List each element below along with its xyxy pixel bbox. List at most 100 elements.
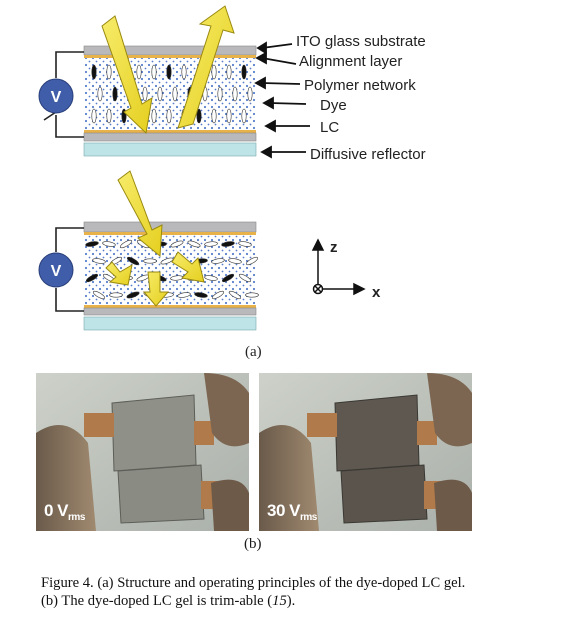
- diffusive-reflector-2: [83, 316, 257, 331]
- lc-molecule: [211, 64, 217, 80]
- voltage-label-off: 0 Vrms: [44, 501, 85, 523]
- label-alignment-layer: Alignment layer: [299, 53, 402, 70]
- lc-molecule: [241, 108, 247, 124]
- dye-molecule: [85, 273, 99, 283]
- voltage-symbol-2: V: [51, 263, 62, 280]
- dye-molecule: [221, 241, 235, 247]
- lc-molecule: [211, 108, 217, 124]
- lc-molecule: [172, 86, 178, 102]
- lc-molecule: [92, 290, 106, 300]
- lc-molecule: [247, 86, 253, 102]
- voltage-label-on: 30 Vrms: [267, 501, 317, 523]
- label-polymer-network: Polymer network: [304, 77, 416, 94]
- reflected-light-arrow: [177, 5, 235, 129]
- lc-molecule: [106, 64, 112, 80]
- dye-molecule: [112, 86, 118, 102]
- label-diffusive-reflector: Diffusive reflector: [310, 146, 426, 163]
- caption-reference: 15: [272, 593, 287, 609]
- voltage-unit-off: rms: [68, 512, 85, 523]
- lc-molecule: [181, 64, 187, 80]
- label-lc: LC: [320, 119, 339, 136]
- dye-molecule: [166, 64, 172, 80]
- lc-molecule: [211, 258, 225, 264]
- lc-molecule: [157, 86, 163, 102]
- caption-end: ).: [286, 593, 296, 609]
- caption-text: Figure 4. (a) Structure and operating pr…: [41, 575, 466, 609]
- dye-molecule: [194, 292, 208, 298]
- photo-on-state: 30 Vrms: [259, 373, 472, 531]
- panel-label-b: (b): [244, 536, 262, 552]
- lc-molecule: [238, 273, 252, 283]
- photo-comparison: 0 Vrms 30 Vrms: [36, 373, 472, 531]
- ito-glass-bottom: [83, 132, 257, 142]
- lc-molecule: [151, 64, 157, 80]
- lc-molecule: [211, 290, 225, 300]
- dye-molecule: [85, 241, 99, 247]
- lc-molecule: [226, 108, 232, 124]
- voltage-value-on: 30 V: [267, 501, 300, 520]
- lc-molecule: [109, 292, 123, 298]
- voltage-source-icon-2: [38, 252, 74, 288]
- lc-molecule: [106, 108, 112, 124]
- lc-molecule: [91, 108, 97, 124]
- lc-gel-structure-diagram: V ITO glass substrate Alignment layer Po…: [38, 5, 426, 360]
- alignment-layer-top: [84, 55, 256, 58]
- voltage-symbol: V: [51, 89, 62, 106]
- ito-glass-bottom-2: [83, 307, 257, 316]
- lc-molecule: [245, 256, 259, 266]
- lc-molecule: [151, 108, 157, 124]
- voltage-unit-on: rms: [299, 512, 317, 523]
- alignment-layer-bottom: [84, 130, 256, 133]
- lc-molecule: [142, 86, 148, 102]
- axis-x-label: x: [372, 284, 381, 301]
- lc-molecule: [217, 86, 223, 102]
- ito-glass-top-2: [83, 221, 257, 233]
- alignment-layer-bottom-2: [84, 305, 256, 308]
- lc-molecule: [238, 241, 252, 247]
- top-cell: [83, 45, 257, 157]
- scattered-arrow-down: [142, 271, 170, 307]
- label-dye: Dye: [320, 97, 347, 114]
- lc-molecule: [232, 86, 238, 102]
- figure-caption: Figure 4. (a) Structure and operating pr…: [41, 574, 481, 610]
- lc-molecule: [204, 241, 218, 247]
- voltage-value-off: 0 V: [44, 501, 69, 520]
- scattered-arrow-right: [171, 251, 205, 283]
- diffusive-reflector: [83, 142, 257, 157]
- lc-molecule: [92, 258, 106, 264]
- dye-molecule: [196, 108, 202, 124]
- label-ito-glass: ITO glass substrate: [296, 33, 426, 50]
- bottom-circuit: [55, 227, 84, 312]
- lc-molecule: [166, 108, 172, 124]
- layer-labels: ITO glass substrate Alignment layer Poly…: [254, 33, 426, 163]
- lc-molecule: [228, 258, 242, 264]
- dye-molecule: [126, 291, 140, 299]
- lc-molecule: [102, 241, 116, 247]
- lc-molecule: [226, 64, 232, 80]
- scattered-arrow-left: [105, 261, 133, 286]
- light-arrows-top: [101, 5, 235, 135]
- lc-molecule: [143, 258, 157, 264]
- lc-molecule: [136, 64, 142, 80]
- lc-molecule: [160, 257, 174, 265]
- bottom-cell: [83, 221, 259, 331]
- alignment-layer-top-2: [84, 232, 256, 235]
- lc-molecule: [204, 275, 218, 281]
- lc-molecule: [97, 86, 103, 102]
- lc-molecule: [228, 290, 242, 300]
- incident-light-arrow-2: [117, 170, 163, 258]
- lc-molecule: [119, 239, 133, 249]
- lc-molecule: [177, 292, 191, 298]
- dye-molecule: [221, 273, 235, 283]
- lc-molecule: [187, 240, 201, 248]
- dye-molecule: [241, 64, 247, 80]
- coordinate-axes: [311, 238, 366, 296]
- panel-label-a: (a): [245, 344, 262, 360]
- photo-off-state: 0 Vrms: [36, 373, 249, 531]
- lc-molecule: [245, 292, 259, 298]
- light-arrows-bottom: [105, 170, 205, 307]
- incident-light-arrow: [101, 15, 153, 135]
- dye-molecule: [91, 64, 97, 80]
- axis-z-label: z: [330, 239, 338, 256]
- lc-molecule: [170, 240, 184, 248]
